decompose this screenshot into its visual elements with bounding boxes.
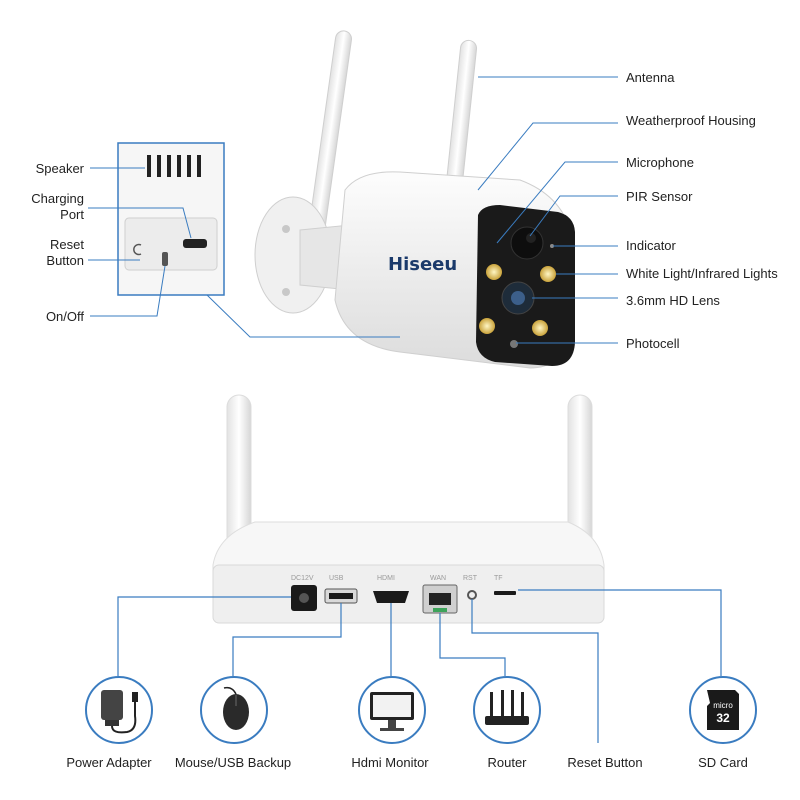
label-weatherproof-housing: Weatherproof Housing <box>626 113 756 128</box>
accessory-label-sd-card: SD Card <box>698 755 748 770</box>
nvr-leader-lines <box>117 589 722 743</box>
sd-card-icon: micro 32 <box>707 690 739 730</box>
sd-card-brand: micro <box>713 701 733 710</box>
port-label-wan: WAN <box>430 575 446 582</box>
power-adapter-icon <box>101 690 138 734</box>
accessory-mouse <box>200 676 268 744</box>
accessory-label-mouse: Mouse/USB Backup <box>174 755 292 770</box>
label-microphone: Microphone <box>626 155 694 170</box>
accessory-label-hdmi-monitor: Hdmi Monitor <box>351 755 429 770</box>
port-label-tf: TF <box>494 575 503 582</box>
pir-sensor-shape <box>510 226 544 260</box>
port-label-hdmi: HDMI <box>377 575 395 582</box>
port-label-rst: RST <box>463 575 478 582</box>
nvr-body <box>212 564 605 624</box>
label-photocell: Photocell <box>626 336 680 351</box>
label-speaker: Speaker <box>35 161 84 176</box>
accessory-router <box>473 676 541 744</box>
label-hd-lens: 3.6mm HD Lens <box>626 293 720 308</box>
sd-card-size: 32 <box>716 711 730 725</box>
router-icon <box>485 690 529 725</box>
accessory-sd-card: micro 32 <box>689 676 757 744</box>
accessory-hdmi-monitor <box>358 676 426 744</box>
brand-logo: Hiseeu <box>388 254 457 275</box>
label-lights: White Light/Infrared Lights <box>626 266 778 281</box>
accessory-label-reset-button: Reset Button <box>567 755 643 770</box>
nvr-illustration: DC12V USB HDMI WAN RST TF <box>212 394 605 624</box>
monitor-icon <box>370 692 414 731</box>
port-label-dc: DC12V <box>291 575 314 582</box>
accessory-power-adapter <box>85 676 153 744</box>
camera-bottom-inset <box>117 142 225 296</box>
label-antenna: Antenna <box>626 70 675 85</box>
accessory-label-power-adapter: Power Adapter <box>66 755 152 770</box>
label-reset-button-2: Button <box>46 253 84 268</box>
label-indicator: Indicator <box>626 238 676 253</box>
camera-illustration: Hiseeu <box>254 30 575 369</box>
label-charging-port-1: Charging <box>31 191 84 206</box>
label-charging-port-2: Port <box>60 207 84 222</box>
label-reset-button-1: Reset <box>50 237 84 252</box>
label-on-off: On/Off <box>45 309 84 324</box>
mouse-icon <box>223 686 249 730</box>
label-pir-sensor: PIR Sensor <box>626 189 693 204</box>
port-label-usb: USB <box>329 575 344 582</box>
accessory-label-router: Router <box>487 755 527 770</box>
camera-leader-lines <box>88 76 618 344</box>
